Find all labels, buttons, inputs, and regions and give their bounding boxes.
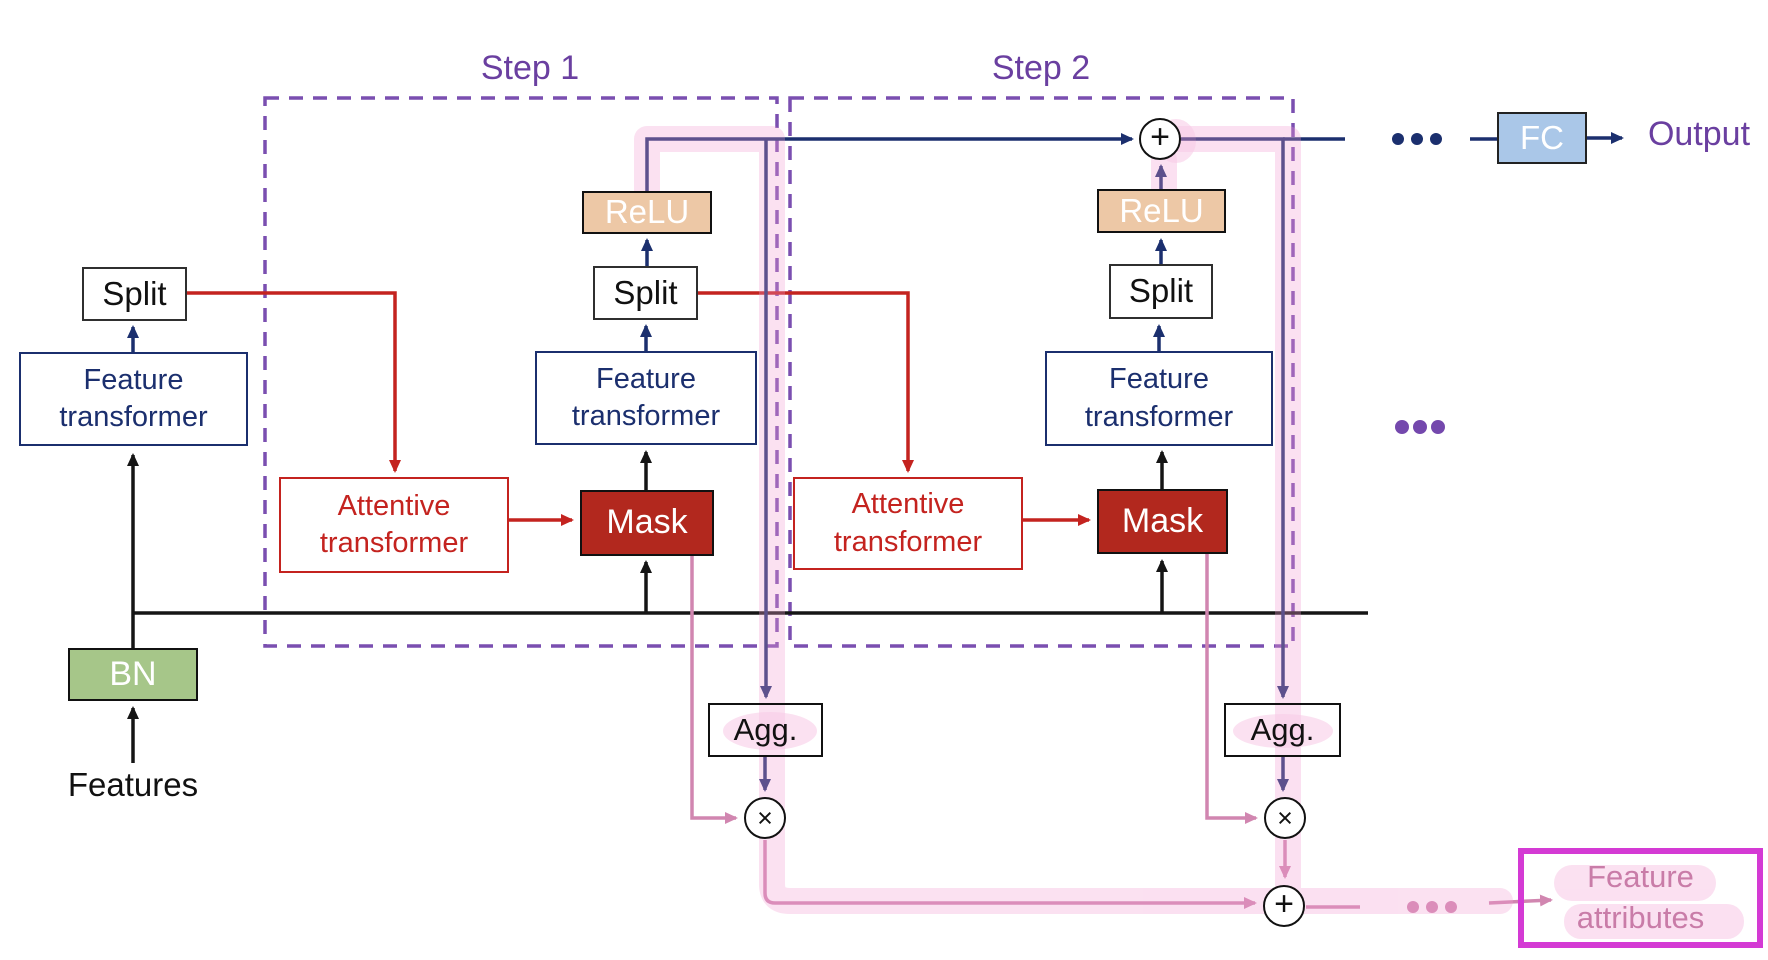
add-node-bottom: + — [1263, 885, 1305, 927]
ellipsis-bottom-icon — [1407, 901, 1457, 913]
add-node-top: + — [1139, 118, 1181, 160]
mask-box-step1: Mask — [580, 490, 714, 556]
step2-dashed-frame — [788, 96, 1295, 648]
relu-box-step2: ReLU — [1097, 189, 1226, 233]
output-label: Output — [1647, 115, 1751, 153]
attentive-transformer-box-step1: Attentive transformer — [279, 477, 509, 573]
navy-wires — [127, 132, 1624, 792]
feature-attributes-box: Feature attributes — [1518, 848, 1763, 948]
ellipsis-top-icon — [1392, 133, 1442, 145]
split-box-step2: Split — [1109, 264, 1213, 319]
features-label: Features — [67, 766, 199, 803]
feature-transformer-box-step2: Feature transformer — [1045, 351, 1273, 446]
multiply-node-step1: × — [744, 797, 786, 839]
black-wires — [127, 450, 1368, 763]
split-box-input: Split — [82, 267, 187, 321]
bn-box: BN — [68, 648, 198, 701]
feature-transformer-box-input: Feature transformer — [19, 352, 248, 446]
agg-box-step1: Agg. — [708, 703, 823, 757]
mask-box-step2: Mask — [1097, 489, 1228, 554]
rose-wires — [690, 554, 1553, 909]
attentive-transformer-box-step2: Attentive transformer — [793, 477, 1023, 570]
agg-box-step2: Agg. — [1224, 703, 1341, 757]
step2-label: Step 2 — [991, 49, 1091, 87]
red-wires — [187, 291, 1091, 526]
ellipsis-middle-icon — [1395, 420, 1445, 434]
fc-box: FC — [1497, 112, 1587, 164]
relu-box-step1: ReLU — [582, 191, 712, 234]
feature-transformer-box-step1: Feature transformer — [535, 351, 757, 445]
step1-label: Step 1 — [480, 49, 580, 87]
split-box-step1: Split — [593, 266, 698, 320]
multiply-node-step2: × — [1264, 797, 1306, 839]
